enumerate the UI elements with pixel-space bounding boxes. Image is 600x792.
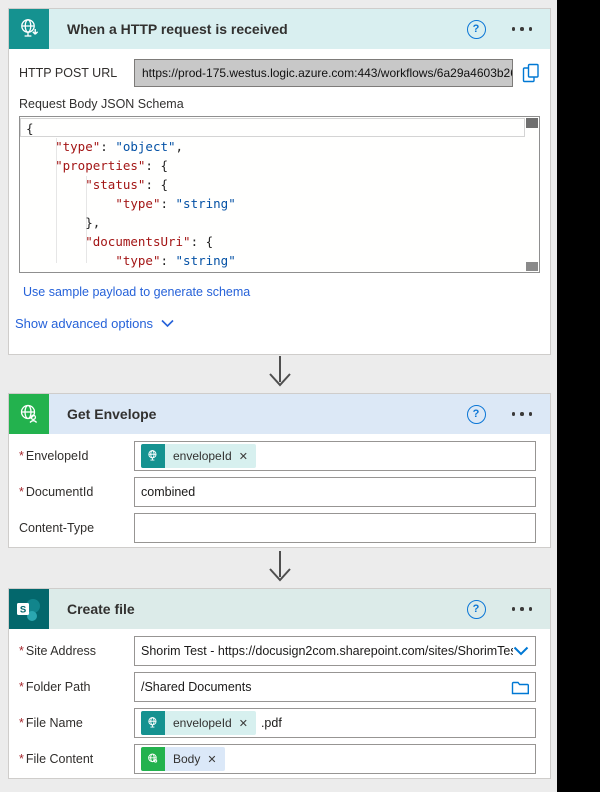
documentid-label: *DocumentId [19,485,94,499]
file-name-input[interactable]: envelopeId ✕ .pdf [134,708,536,738]
file-name-row: *File Name envelopeId ✕ .pdf [19,708,536,738]
site-address-value: Shorim Test - https://docusign2com.share… [141,644,513,658]
get-envelope-action-card: Get Envelope ? *EnvelopeId envelopeId ✕ [8,393,551,548]
remove-token-icon[interactable]: ✕ [238,450,248,463]
show-advanced-options[interactable]: Show advanced options [15,316,540,331]
folder-path-input[interactable]: /Shared Documents [134,672,536,702]
request-body-schema-label: Request Body JSON Schema [19,97,184,111]
file-name-label: *File Name [19,716,83,730]
token-label: envelopeId [173,716,232,730]
http-request-icon [141,444,165,468]
svg-text:S: S [20,605,26,616]
file-content-input[interactable]: Body ✕ [134,744,536,774]
remove-token-icon[interactable]: ✕ [207,753,217,766]
file-extension-text: .pdf [260,716,282,730]
body-token[interactable]: Body ✕ [141,747,225,771]
http-post-url-row: HTTP POST URL https://prod-175.westus.lo… [19,59,540,87]
http-request-icon [9,9,49,49]
site-address-label: *Site Address [19,644,97,658]
content-type-input[interactable] [134,513,536,543]
envelopeid-row: *EnvelopeId envelopeId ✕ [19,441,536,471]
sharepoint-icon: S [9,589,49,629]
card-header-http-request[interactable]: When a HTTP request is received ? [9,9,550,49]
card-title: Get Envelope [67,406,157,422]
get-envelope-icon [141,747,165,771]
use-sample-payload-link[interactable]: Use sample payload to generate schema [23,285,251,299]
envelopeid-input[interactable]: envelopeId ✕ [134,441,536,471]
content-type-row: Content-Type [19,513,536,543]
vertical-scrollbar-thumb[interactable] [526,118,538,128]
folder-path-label: *Folder Path [19,680,91,694]
more-options-icon[interactable] [511,412,532,416]
file-content-label: *File Content [19,752,94,766]
json-schema-editor[interactable]: { "type": "object", "properties": { "sta… [19,116,540,273]
help-icon[interactable]: ? [466,19,486,39]
folder-path-value: /Shared Documents [141,680,252,694]
card-header-create-file[interactable]: S Create file ? [9,589,550,629]
screenshot-right-band [557,0,600,792]
documentid-input[interactable]: combined [134,477,536,507]
get-envelope-icon [9,394,49,434]
card-title: Create file [67,601,135,617]
indent-guide [56,138,57,263]
connector-arrow [269,356,291,387]
envelopeid-label: *EnvelopeId [19,449,89,463]
connector-arrow [269,551,291,582]
folder-path-row: *Folder Path /Shared Documents [19,672,536,702]
horizontal-scrollbar-thumb[interactable] [526,262,538,271]
site-address-row: *Site Address Shorim Test - https://docu… [19,636,536,666]
token-label: envelopeId [173,449,232,463]
file-content-row: *File Content Body ✕ [19,744,536,774]
content-type-label: Content-Type [19,521,95,535]
http-post-url-value[interactable]: https://prod-175.westus.logic.azure.com:… [134,59,513,87]
card-header-get-envelope[interactable]: Get Envelope ? [9,394,550,434]
chevron-down-icon [161,319,174,328]
create-file-action-card: S Create file ? *Site Address Shorim Tes… [8,588,551,779]
copy-url-icon[interactable] [522,63,540,83]
help-icon[interactable]: ? [466,599,486,619]
token-label: Body [173,752,201,766]
json-code: { "type": "object", "properties": { "sta… [20,118,525,272]
card-title: When a HTTP request is received [67,21,288,37]
more-options-icon[interactable] [511,607,532,611]
site-address-select[interactable]: Shorim Test - https://docusign2com.share… [134,636,536,666]
indent-guide [86,176,87,263]
http-request-icon [141,711,165,735]
http-post-url-label: HTTP POST URL [19,66,118,80]
chevron-down-icon[interactable] [513,646,529,656]
envelopeid-token[interactable]: envelopeId ✕ [141,711,256,735]
show-advanced-options-label: Show advanced options [15,316,154,331]
remove-token-icon[interactable]: ✕ [238,717,248,730]
http-request-trigger-card: When a HTTP request is received ? HTTP P… [8,8,551,355]
more-options-icon[interactable] [511,27,532,31]
folder-picker-icon[interactable] [511,680,529,695]
documentid-row: *DocumentId combined [19,477,536,507]
help-icon[interactable]: ? [466,404,486,424]
envelopeid-token[interactable]: envelopeId ✕ [141,444,256,468]
